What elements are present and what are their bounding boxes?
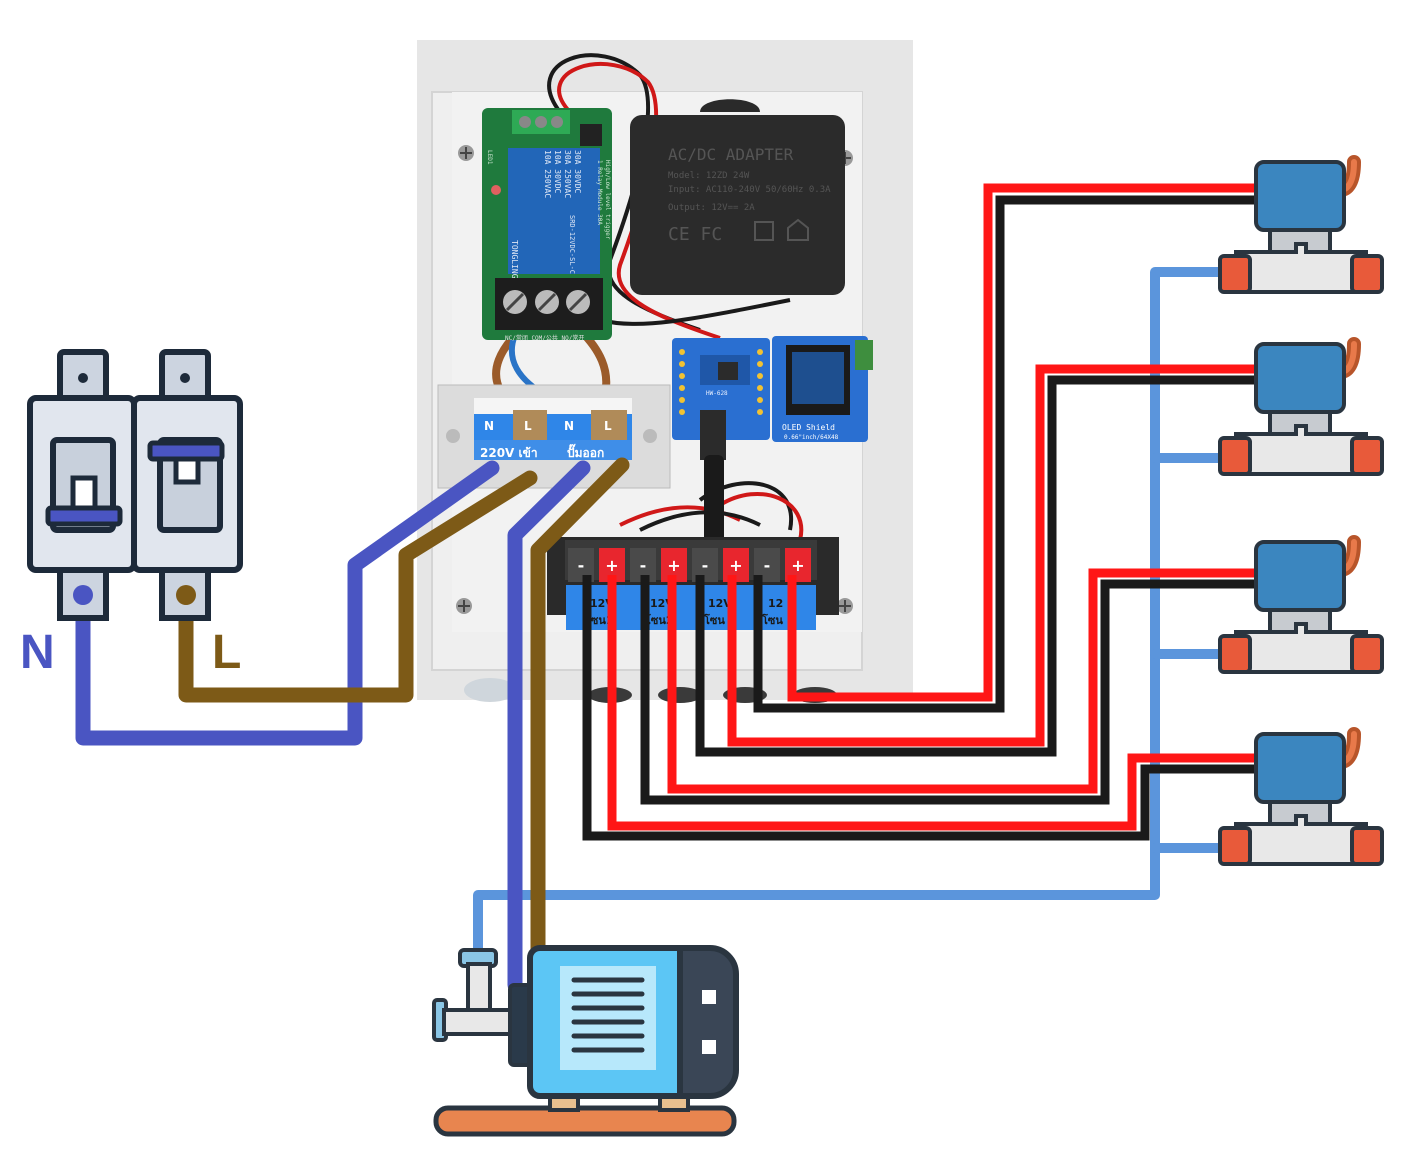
screw-icon (458, 145, 474, 161)
dc-zone-name: โซน (761, 613, 783, 627)
ac-slot-label: L (524, 419, 532, 433)
dc-polarity-label: + (791, 556, 804, 575)
ac-slot-label: L (604, 419, 612, 433)
relay-side-text: 1 Relay Module 30A (596, 160, 603, 225)
dc-zone-voltage: 12V (708, 597, 732, 610)
solenoid-valve-icon (1220, 162, 1382, 292)
svg-text:10A 250VAC 10A 30VDC: 10A 250VAC 10A 30VDC 30A 250VAC 30A 30VD… (543, 150, 582, 203)
water-pump-icon (432, 945, 739, 1137)
dc-polarity-label: + (729, 556, 742, 575)
terminal-screw-icon (643, 429, 657, 443)
relay-module: 10A 250VAC 10A 30VDC 30A 250VAC 30A 30VD… (482, 108, 612, 342)
dc-polarity-label: - (578, 556, 585, 575)
relay-spec-line: 30A 30VDC (573, 150, 582, 194)
adapter-title: AC/DC ADAPTER (668, 145, 794, 164)
ac-in-label: 220V เข้า (480, 446, 538, 460)
neutral-label: N (20, 626, 55, 679)
relay-brand: TONGLING (510, 240, 519, 279)
adapter-line: Output: 12V== 2A (668, 203, 755, 213)
screw-icon (456, 598, 472, 614)
terminal-screw-icon (446, 429, 460, 443)
dc-zone-name: โซน2 (644, 613, 674, 627)
live-label: L (212, 626, 241, 679)
relay-spec-line: 10A 30VDC (553, 150, 562, 194)
screw-icon (837, 598, 853, 614)
circuit-breaker: N L (20, 349, 243, 679)
relay-led-label: LED1 (486, 150, 493, 165)
dc-zone-voltage: 12 (768, 597, 783, 610)
terminal-screw-icon (566, 290, 590, 314)
dc-polarity-label: - (640, 556, 647, 575)
relay-side-text: High/Low level trigger (604, 160, 611, 240)
adapter-marks: CE FC (668, 224, 722, 245)
ac-wires (75, 457, 630, 993)
adapter-line: Model: 12ZD 24W (668, 171, 750, 181)
solenoid-valve-icon (1220, 542, 1382, 672)
solenoid-valve-icon (1220, 344, 1382, 474)
terminal-screw-icon (503, 290, 527, 314)
indoor-use-icon (787, 218, 809, 241)
dc-polarity-label: + (605, 556, 618, 575)
ac-slot-label: N (484, 419, 494, 433)
dc-polarity-label: - (764, 556, 771, 575)
oled-label: OLED Shield (782, 423, 835, 432)
board-label: HW-628 (706, 390, 728, 397)
relay-spec-line: 30A 250VAC (563, 150, 572, 198)
relay-model: SRD-12VDC-SL-C (568, 215, 576, 274)
dc-wires (582, 183, 1256, 841)
adapter-line: Input: AC110-240V 50/60Hz 0.3A (668, 185, 831, 195)
acdc-adapter: AC/DC ADAPTER Model: 12ZD 24W Input: AC1… (630, 99, 845, 295)
dc-polarity-label: + (667, 556, 680, 575)
terminal-screw-icon (535, 290, 559, 314)
dc-zone-name: โซน (703, 613, 725, 627)
dc-polarity-label: - (702, 556, 709, 575)
water-pipe (473, 267, 1230, 965)
ac-out-label: ปั๊มออก (567, 443, 604, 460)
controller-board: HW-628 OLED Shield 0.66"inch/64X48 (672, 336, 873, 442)
relay-spec-line: 10A 250VAC (543, 150, 552, 198)
relay-terminal-text: NC/常闭 COM/公共 NO/常开 (505, 334, 584, 342)
ac-slot-label: N (564, 419, 574, 433)
oled-size: 0.66"inch/64X48 (784, 434, 839, 441)
